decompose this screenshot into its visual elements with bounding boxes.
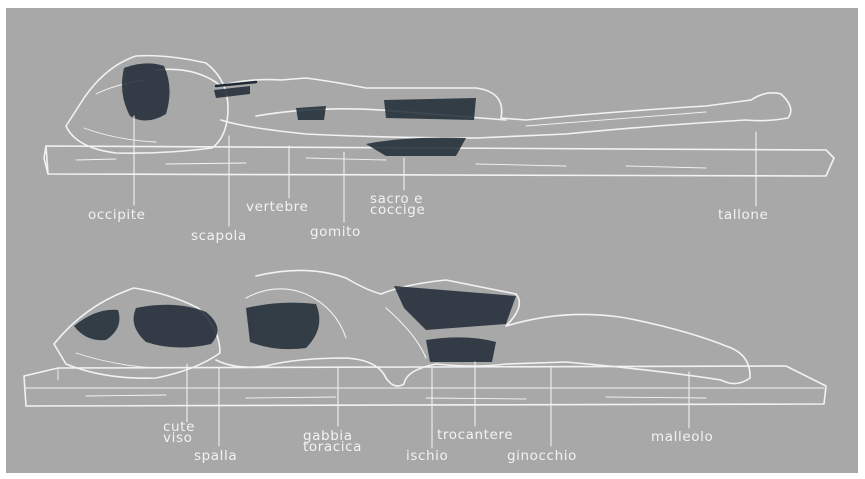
label-gabbia-line2: toracica xyxy=(303,442,362,453)
illustration-panel: occipite scapola vertebre gomito sacro e… xyxy=(6,8,858,473)
label-trocantere: trocantere xyxy=(437,430,513,441)
label-ischio: ischio xyxy=(406,451,448,462)
label-vertebre: vertebre xyxy=(246,202,308,213)
figure-drawing xyxy=(6,8,858,473)
label-spalla: spalla xyxy=(194,451,237,462)
label-sacro-line2: coccige xyxy=(370,205,425,216)
label-cute-line2: viso xyxy=(163,433,192,444)
shading-bottom xyxy=(74,286,516,362)
pointer-lines-top xyxy=(134,116,756,226)
label-malleolo: malleolo xyxy=(651,432,713,443)
label-ginocchio: ginocchio xyxy=(507,451,577,462)
label-occipite: occipite xyxy=(88,210,146,221)
label-gomito: gomito xyxy=(310,227,361,238)
mattress-bottom xyxy=(24,366,826,406)
label-tallone: tallone xyxy=(718,210,768,221)
label-scapola: scapola xyxy=(191,231,247,242)
shading-top xyxy=(122,63,476,156)
